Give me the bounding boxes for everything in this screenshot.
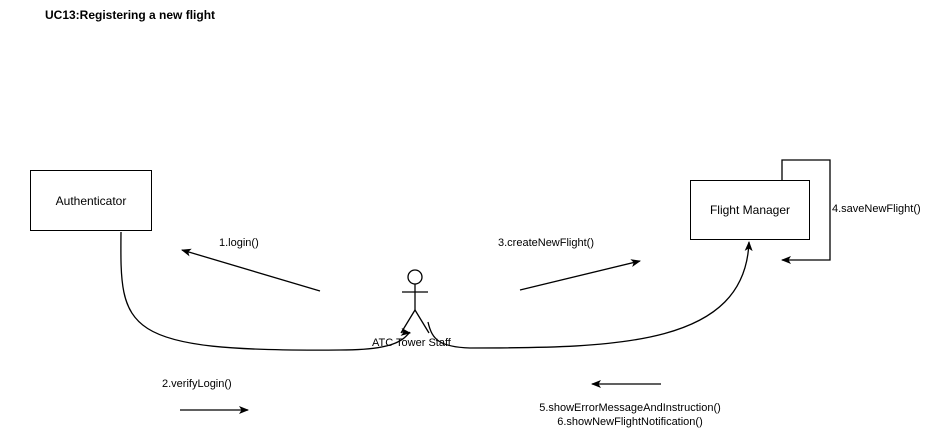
message-save-new-flight: 4.saveNewFlight() — [832, 203, 921, 215]
message-verify-login: 2.verifyLogin() — [162, 378, 232, 390]
actor-label: ATC Tower Staff — [372, 337, 451, 349]
arrow-create-new-flight — [519, 259, 641, 291]
authenticator-label: Authenticator — [55, 193, 127, 208]
actor-left-hook — [400, 327, 411, 336]
message-show-error: 5.showErrorMessageAndInstruction() — [539, 402, 721, 414]
flight-manager-object[interactable]: Flight Manager — [690, 180, 810, 240]
diagram-title: UC13:Registering a new flight — [45, 8, 216, 22]
message-show-notification: 6.showNewFlightNotification() — [557, 416, 703, 428]
flight-manager-label: Flight Manager — [709, 203, 791, 217]
arrow-login — [181, 248, 321, 292]
actor-authenticator-link — [120, 231, 411, 351]
message-login: 1.login() — [219, 237, 259, 249]
authenticator-object[interactable]: Authenticator — [30, 170, 152, 231]
actor-figure-icon — [400, 269, 430, 334]
self-loop-connector — [781, 159, 831, 264]
actor-flightmanager-link — [427, 241, 753, 349]
message-create-new-flight: 3.createNewFlight() — [498, 237, 594, 249]
